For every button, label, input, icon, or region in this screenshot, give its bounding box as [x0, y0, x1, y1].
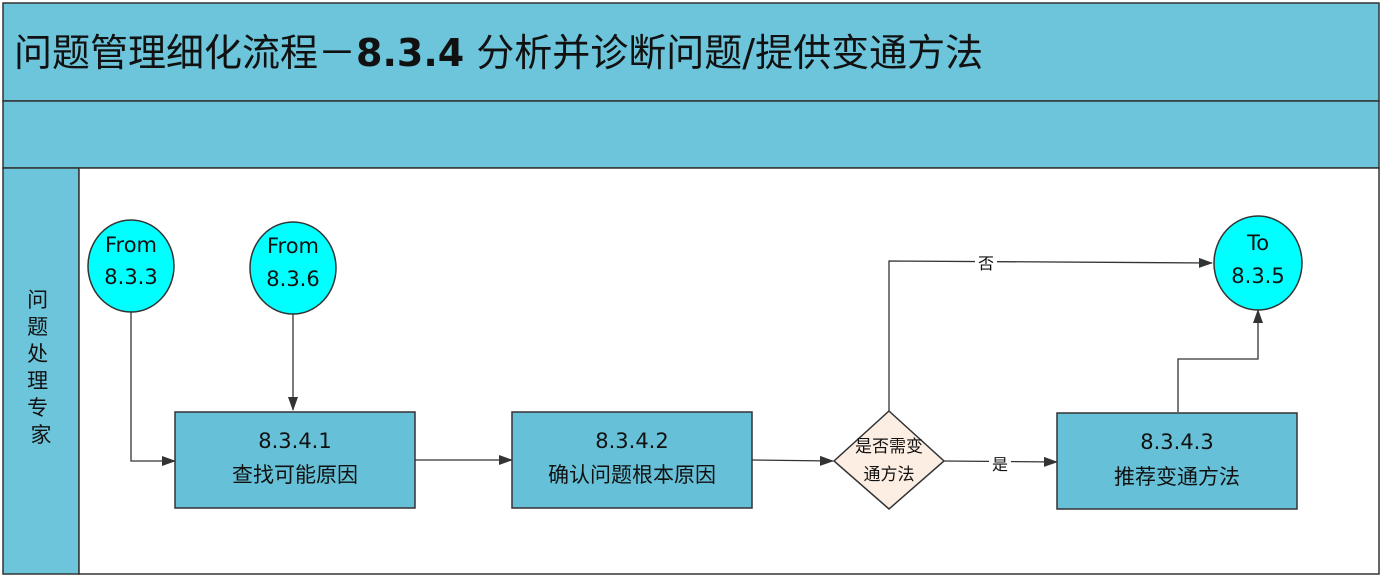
edge-8343-to-835: [1177, 309, 1263, 412]
step-8342-label: 确认问题根本原因: [548, 463, 716, 487]
node-step-8343: 8.3.4.3 推荐变通方法: [1056, 412, 1298, 510]
step-8343-code: 8.3.4.3: [1140, 430, 1213, 454]
node-from-836-line1: From: [267, 234, 319, 258]
lane-label: 问 题 处 理 专 家: [27, 288, 55, 447]
step-8341-label: 查找可能原因: [232, 463, 358, 487]
edge-decision-no: [888, 257, 1213, 411]
node-from-836: From 8.3.6: [249, 221, 337, 315]
edge-no-label-bg: [975, 252, 997, 272]
node-step-8342: 8.3.4.2 确认问题根本原因: [511, 411, 753, 509]
decision-line1: 是否需变: [855, 437, 923, 457]
node-from-833: From 8.3.3: [87, 219, 175, 313]
node-to-835-line1: To: [1246, 231, 1269, 255]
page-title: 问题管理细化流程－8.3.4 分析并诊断问题/提供变通方法: [14, 31, 983, 75]
edge-8342-to-decision: [751, 455, 834, 466]
node-from-833-line2: 8.3.3: [104, 265, 157, 289]
decision-line2: 通方法: [864, 465, 915, 485]
node-to-835-line2: 8.3.5: [1231, 264, 1284, 288]
node-from-836-line2: 8.3.6: [266, 267, 319, 291]
edge-from-833-to-8341: [130, 312, 176, 466]
node-from-833-line1: From: [105, 233, 157, 257]
step-8341-code: 8.3.4.1: [258, 429, 331, 453]
title-band: [2, 2, 1380, 102]
node-to-835: To 8.3.5: [1213, 215, 1303, 311]
edge-no-label: 否: [978, 254, 994, 273]
subheader-band: [2, 100, 1380, 169]
step-8342-code: 8.3.4.2: [595, 429, 668, 453]
edge-yes-label: 是: [992, 455, 1008, 474]
edge-yes-label-bg: [989, 453, 1011, 473]
step-8343-label: 推荐变通方法: [1114, 465, 1240, 489]
node-step-8341: 8.3.4.1 查找可能原因: [174, 411, 416, 509]
lane-header: [2, 167, 80, 575]
node-decision: 是否需变 通方法: [832, 409, 946, 510]
